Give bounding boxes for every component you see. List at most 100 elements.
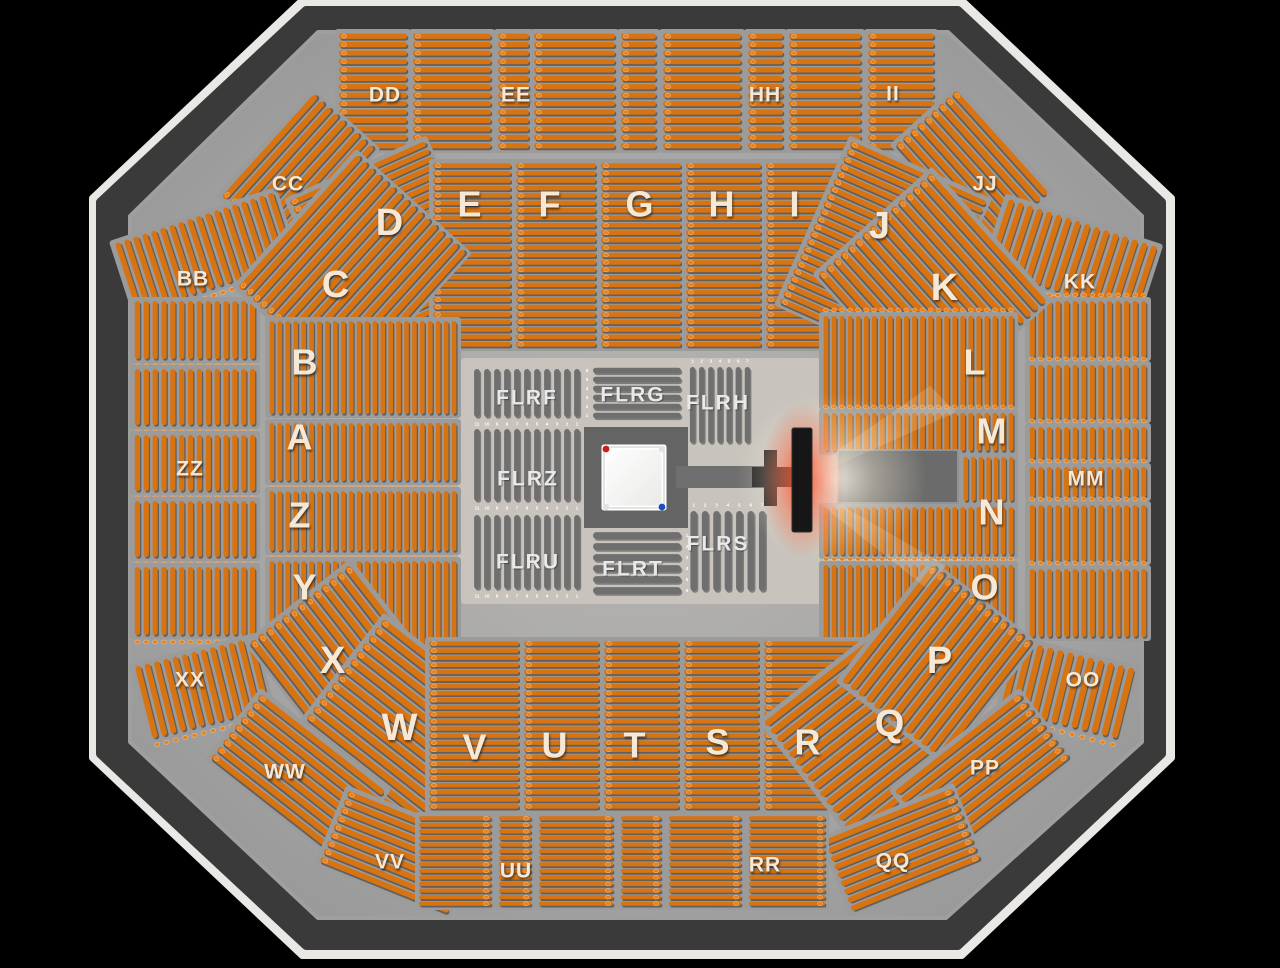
row-number-marker bbox=[219, 748, 225, 754]
seat-row bbox=[748, 143, 783, 149]
row-number-marker bbox=[1000, 404, 1006, 410]
row-number-marker bbox=[182, 735, 188, 740]
seat-row bbox=[604, 775, 679, 781]
seat-row bbox=[433, 208, 511, 213]
row-number-marker bbox=[817, 901, 823, 906]
row-number-marker bbox=[603, 185, 609, 191]
seat-row bbox=[601, 222, 681, 228]
section-HH[interactable] bbox=[659, 29, 787, 153]
section-V[interactable] bbox=[425, 637, 523, 813]
row-number-marker bbox=[1055, 748, 1061, 754]
row-number-marker bbox=[835, 259, 841, 266]
seat-row bbox=[839, 565, 845, 653]
seat-row bbox=[433, 289, 511, 295]
seat-row bbox=[601, 304, 681, 310]
row-number-marker bbox=[870, 118, 876, 123]
seat-row bbox=[443, 423, 449, 481]
seat-row bbox=[963, 457, 968, 501]
row-number-marker bbox=[523, 848, 529, 854]
seat-row bbox=[686, 275, 761, 280]
section-M[interactable] bbox=[819, 404, 1018, 505]
section-T[interactable] bbox=[600, 637, 683, 813]
seat-row bbox=[217, 747, 344, 847]
section-UU[interactable] bbox=[415, 812, 617, 910]
section-BB[interactable] bbox=[109, 187, 303, 369]
seat-row bbox=[686, 289, 761, 295]
section-Z[interactable] bbox=[265, 487, 461, 561]
row-number-marker bbox=[415, 76, 421, 81]
row-number-marker bbox=[518, 163, 524, 168]
row-number-marker bbox=[768, 267, 774, 273]
seat-row bbox=[968, 507, 974, 555]
row-number-marker bbox=[536, 67, 542, 73]
seat-row bbox=[498, 50, 529, 56]
seat-row bbox=[196, 301, 202, 359]
section-E[interactable] bbox=[429, 159, 515, 351]
row-number-marker bbox=[431, 747, 437, 753]
section-MM[interactable] bbox=[1025, 356, 1151, 641]
row-number-marker bbox=[603, 342, 609, 347]
section-U[interactable] bbox=[520, 637, 603, 813]
seat-row bbox=[524, 726, 599, 731]
seat-row bbox=[669, 816, 741, 821]
row-number-marker bbox=[915, 188, 921, 194]
section-label-JJ: JJ bbox=[972, 173, 997, 196]
section-F[interactable] bbox=[512, 159, 600, 351]
seat-row bbox=[524, 369, 530, 417]
seat-row bbox=[152, 501, 158, 557]
seat-row bbox=[339, 92, 407, 98]
row-number-marker bbox=[879, 221, 885, 227]
section-KK[interactable] bbox=[979, 193, 1163, 361]
section-EE[interactable] bbox=[494, 29, 660, 153]
seat-row bbox=[601, 341, 681, 347]
seat-row bbox=[413, 109, 491, 115]
seat-row bbox=[498, 101, 529, 107]
section-QQ[interactable] bbox=[818, 783, 986, 917]
section-RR[interactable] bbox=[617, 812, 829, 910]
section-G[interactable] bbox=[597, 159, 685, 351]
row-number-marker bbox=[606, 662, 612, 668]
row-number-marker bbox=[341, 92, 347, 98]
row-number-marker bbox=[766, 790, 772, 795]
section-label-D: D bbox=[376, 202, 404, 244]
seat-row bbox=[1106, 365, 1112, 419]
section-L[interactable] bbox=[819, 307, 1018, 410]
seat-row bbox=[874, 590, 968, 709]
seat-row bbox=[574, 369, 580, 417]
seat-row bbox=[152, 435, 158, 491]
seat-row bbox=[1081, 365, 1087, 419]
row-number-marker bbox=[1098, 458, 1104, 464]
row-number-marker bbox=[838, 172, 845, 178]
section-ZZ[interactable] bbox=[130, 365, 260, 645]
seat-row bbox=[1089, 301, 1095, 357]
seat-row bbox=[669, 888, 741, 893]
section-P[interactable] bbox=[835, 559, 1038, 766]
row-number-marker bbox=[847, 307, 853, 313]
seat-row bbox=[686, 312, 761, 317]
section-H[interactable] bbox=[682, 159, 765, 351]
section-DD[interactable] bbox=[335, 29, 495, 153]
seat-row bbox=[524, 754, 599, 760]
floor-row-number: 3 bbox=[586, 395, 589, 400]
seat-row bbox=[749, 862, 825, 867]
seat-row bbox=[686, 163, 761, 169]
section-A[interactable] bbox=[265, 419, 461, 491]
seat-row bbox=[749, 881, 825, 887]
seat-row bbox=[420, 321, 425, 414]
seat-row bbox=[593, 385, 681, 392]
row-number-marker bbox=[435, 170, 441, 176]
seat-row bbox=[1046, 505, 1052, 561]
row-number-marker bbox=[605, 822, 611, 828]
seat-row bbox=[928, 316, 933, 406]
row-number-marker bbox=[339, 817, 345, 823]
section-S[interactable] bbox=[680, 637, 763, 813]
seat-row bbox=[325, 491, 330, 551]
